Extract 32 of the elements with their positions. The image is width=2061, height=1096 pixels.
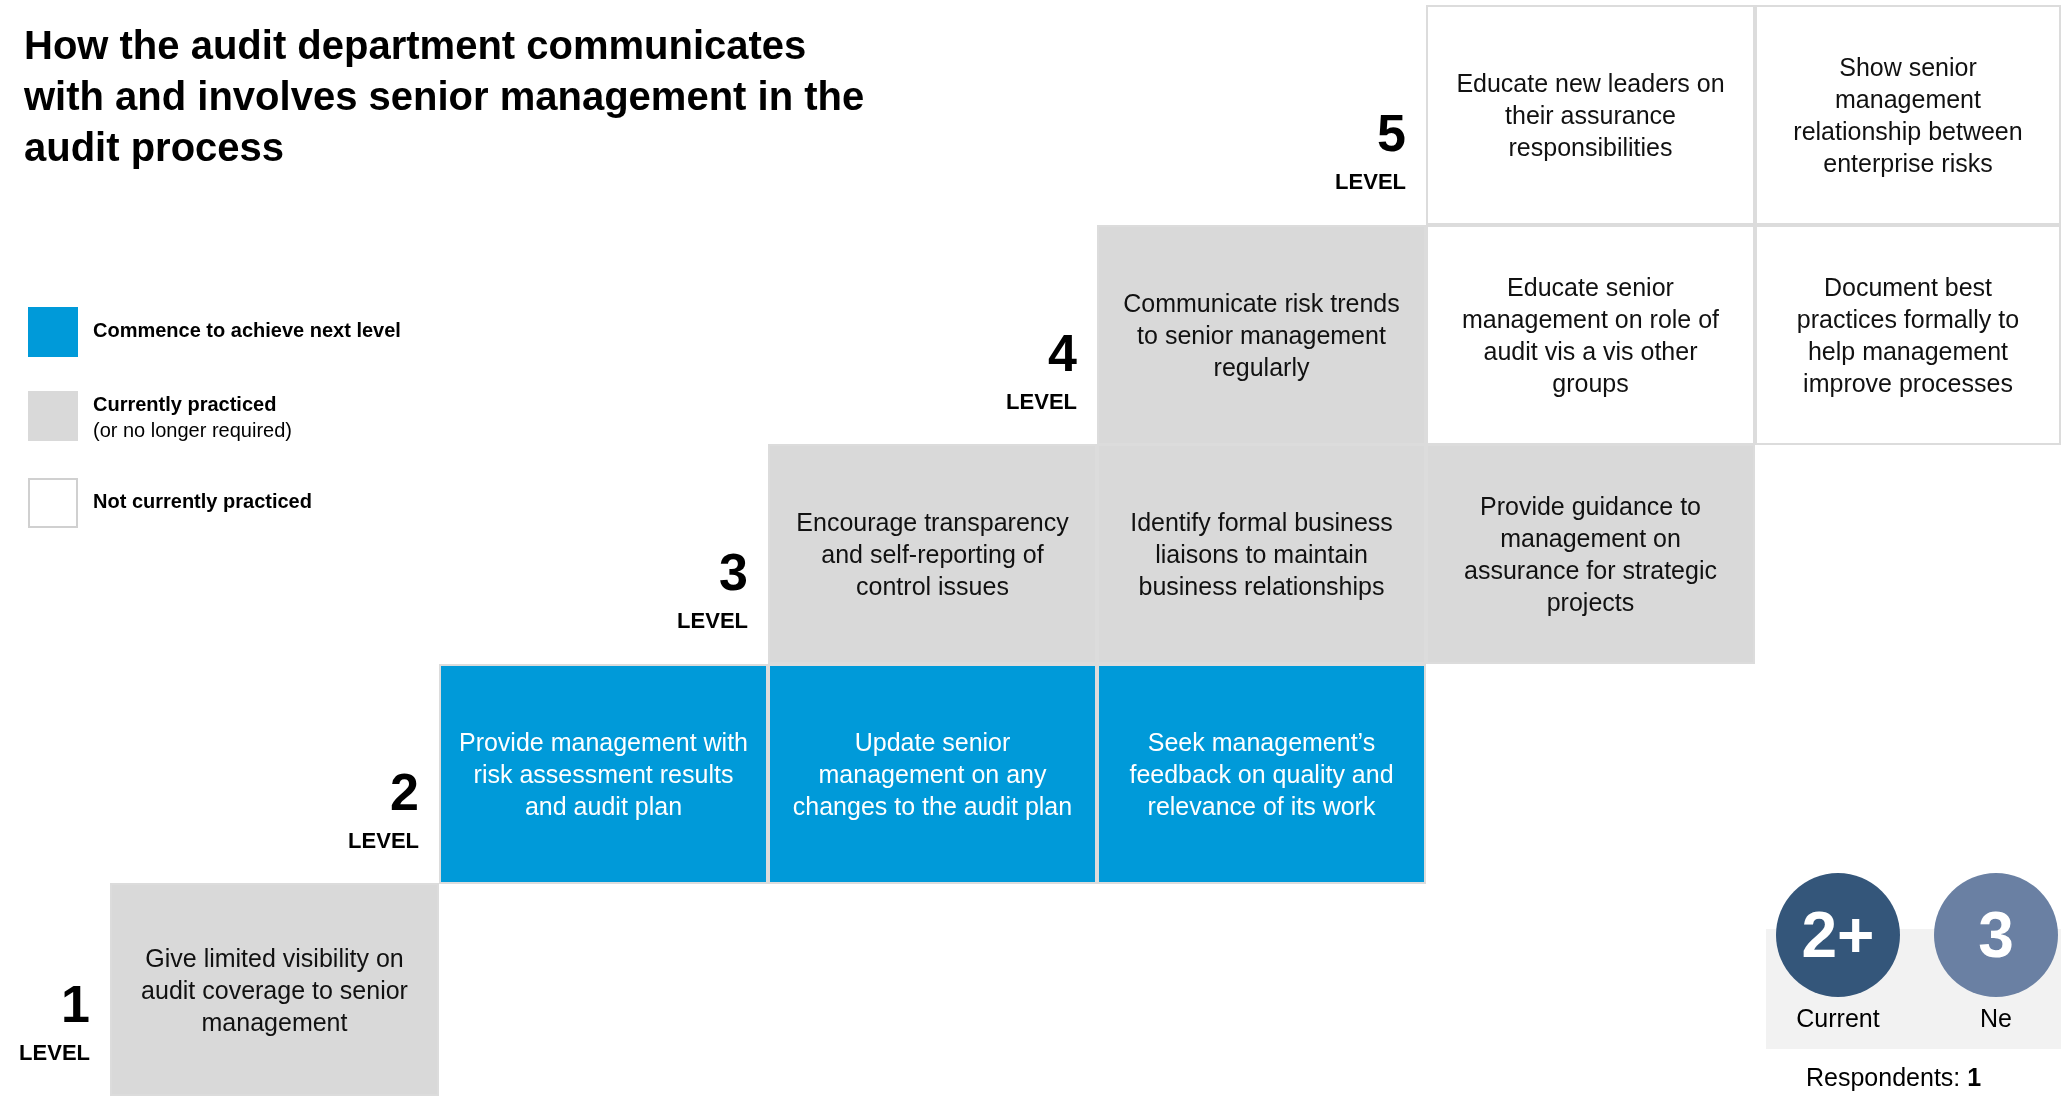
practice-box: Encourage transparency and self-reporting of control issues (768, 444, 1097, 664)
practice-box: Communicate risk trends to senior management regularly (1097, 225, 1426, 445)
level-label: LEVEL (677, 608, 748, 634)
practice-box: Document best practices formally to help management improve processes (1755, 225, 2061, 445)
practice-box: Show senior management relationship between enterprise risks (1755, 5, 2061, 225)
level-circle: 2+ (1776, 873, 1900, 997)
legend-note: (or no longer required) (93, 419, 292, 442)
circle-caption: Ne (1979, 1004, 2013, 1033)
legend-label: Not currently practiced (93, 490, 313, 513)
practice-box: Provide guidance to management on assurance for strategic projects (1426, 444, 1755, 664)
level-label: LEVEL (1006, 389, 1077, 415)
level-number: 3 (719, 544, 748, 600)
legend-label: Commence to achieve next level (93, 319, 402, 342)
practice-box: Educate senior management on role of audit vis a vis other groups (1426, 225, 1755, 445)
level-label: LEVEL (19, 1040, 90, 1066)
practice-box: Give limited visibility on audit coverage to senior management (110, 883, 439, 1096)
practice-box: Provide management with risk assessment results and audit plan (439, 664, 768, 884)
practice-box: Seek management’s feedback on quality and relevance of its work (1097, 664, 1426, 884)
level-label: LEVEL (1335, 169, 1406, 195)
level-number: 5 (1377, 105, 1406, 161)
level-number: 1 (61, 976, 90, 1032)
level-number: 2 (390, 764, 419, 820)
title: How the audit department communicates with and involves senior management in the audit process (24, 22, 866, 171)
level-label: LEVEL (348, 828, 419, 854)
practice-box: Update senior management on any changes to the audit plan (768, 664, 1097, 884)
level-circle: 3 (1934, 873, 2058, 997)
circle-caption: Current (1795, 1004, 1881, 1033)
respondents-note: Respondents: 1 (1806, 1063, 1982, 1092)
practice-box: Identify formal business liaisons to maintain business relationships (1097, 444, 1426, 664)
legend-label: Currently practiced (93, 393, 278, 416)
level-number: 4 (1048, 325, 1077, 381)
practice-box: Educate new leaders on their assurance responsibilities (1426, 5, 1755, 225)
